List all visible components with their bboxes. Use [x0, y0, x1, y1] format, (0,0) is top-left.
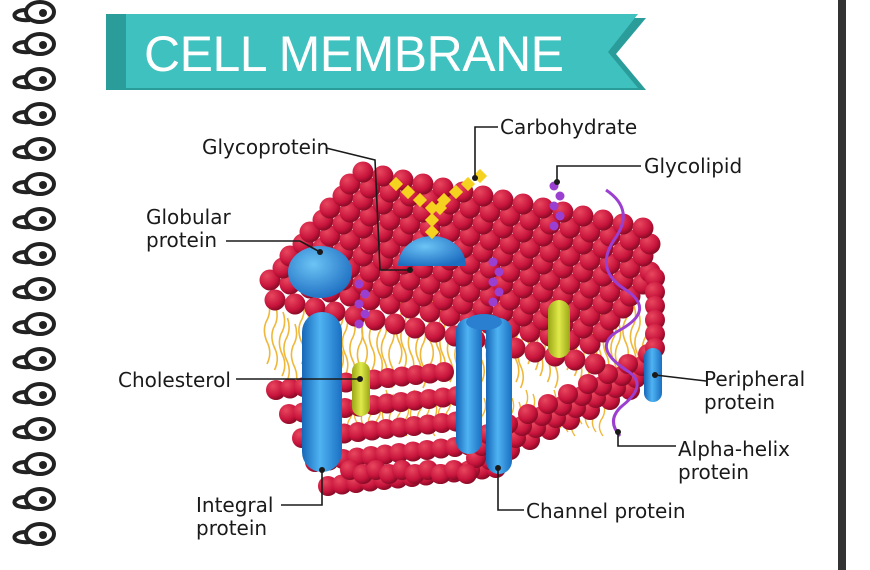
glycolipid-bead	[360, 309, 370, 319]
glycolipid-bead	[488, 277, 498, 287]
carbohydrate-bead	[432, 200, 448, 216]
label-leader-dots	[317, 175, 658, 473]
cholesterol-shape	[352, 362, 370, 416]
glycolipid-bead	[494, 267, 504, 277]
globular-protein-left	[288, 246, 352, 298]
cholesterol-shape-2	[548, 300, 570, 358]
label-cholesterol: Cholesterol	[118, 368, 231, 392]
label-carbohydrate: Carbohydrate	[500, 115, 638, 139]
carbohydrate-bead	[448, 184, 464, 200]
glycoprotein-dome	[398, 236, 466, 266]
carbohydrate-bead	[400, 184, 416, 200]
label-integral-protein: Integral protein	[196, 493, 274, 540]
label-glycolipid: Glycolipid	[644, 154, 743, 178]
glycolipid-bead	[494, 287, 504, 297]
label-alpha-helix-protein: Alpha-helix protein	[678, 437, 791, 484]
integral-protein-shape	[302, 312, 342, 472]
glycolipid-bead	[488, 257, 498, 267]
label-channel-protein: Channel protein	[526, 499, 686, 523]
carbohydrate-bead	[424, 200, 440, 216]
carbohydrate-bead	[412, 192, 428, 208]
notebook-edge	[838, 0, 846, 570]
glycolipid-bead	[555, 191, 565, 201]
glycolipid-bead	[360, 289, 370, 299]
carbohydrate-bead	[388, 176, 404, 192]
carbohydrate-bead	[460, 176, 476, 192]
label-leader-lines	[226, 126, 707, 511]
glycolipid-bead	[549, 201, 559, 211]
glycolipid-bead	[549, 221, 559, 231]
phospholipid-layer	[259, 161, 665, 496]
carbohydrate-bead	[424, 224, 440, 240]
title-banner: CELL MEMBRANE	[106, 14, 646, 94]
label-globular-protein: Globular protein	[146, 205, 231, 252]
alpha-helix-protein-shape	[604, 188, 642, 437]
label-peripheral-protein: Peripheral protein	[704, 367, 806, 414]
glycolipid-bead	[488, 297, 498, 307]
channel-pore	[466, 314, 502, 330]
channel-protein-left	[456, 318, 482, 454]
channel-protein-right	[486, 318, 512, 474]
page-title: CELL MEMBRANE	[144, 26, 564, 82]
glycolipid-bead	[354, 319, 364, 329]
label-glycoprotein: Glycoprotein	[202, 135, 330, 159]
glycolipid-bead	[555, 211, 565, 221]
glycolipid-bead	[354, 299, 364, 309]
carbohydrate-bead	[424, 212, 440, 228]
glycolipid-bead	[354, 279, 364, 289]
